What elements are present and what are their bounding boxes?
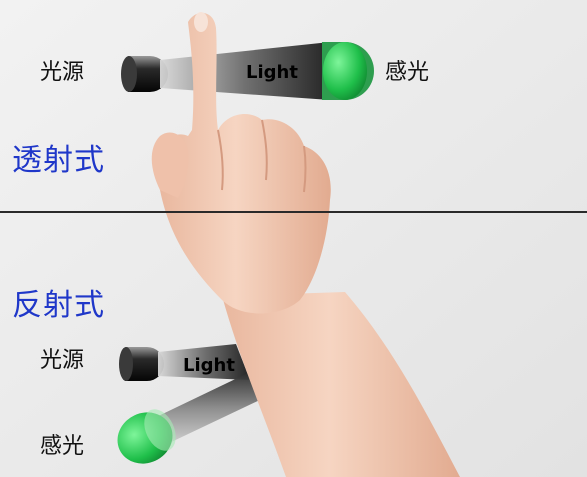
hand-illustration bbox=[151, 12, 460, 477]
section-divider bbox=[0, 211, 587, 213]
reflective-sensor-label: 感光 bbox=[40, 434, 85, 459]
reflective-emitter bbox=[119, 347, 164, 381]
transmissive-title: 透射式 bbox=[12, 143, 105, 178]
reflective-title: 反射式 bbox=[12, 288, 105, 323]
reflective-incident-beam bbox=[158, 344, 250, 380]
transmissive-source-label: 光源 bbox=[40, 60, 85, 85]
transmissive-sensor bbox=[322, 42, 374, 100]
reflective-source-label: 光源 bbox=[40, 348, 85, 373]
transmissive-sensor-label: 感光 bbox=[385, 60, 430, 85]
reflective-reflected-beam bbox=[150, 372, 264, 445]
transmissive-emitter bbox=[121, 56, 168, 92]
reflective-sensor bbox=[117, 409, 176, 464]
reflective-beam-label: Light bbox=[183, 355, 235, 376]
transmissive-beam-label: Light bbox=[246, 62, 298, 83]
